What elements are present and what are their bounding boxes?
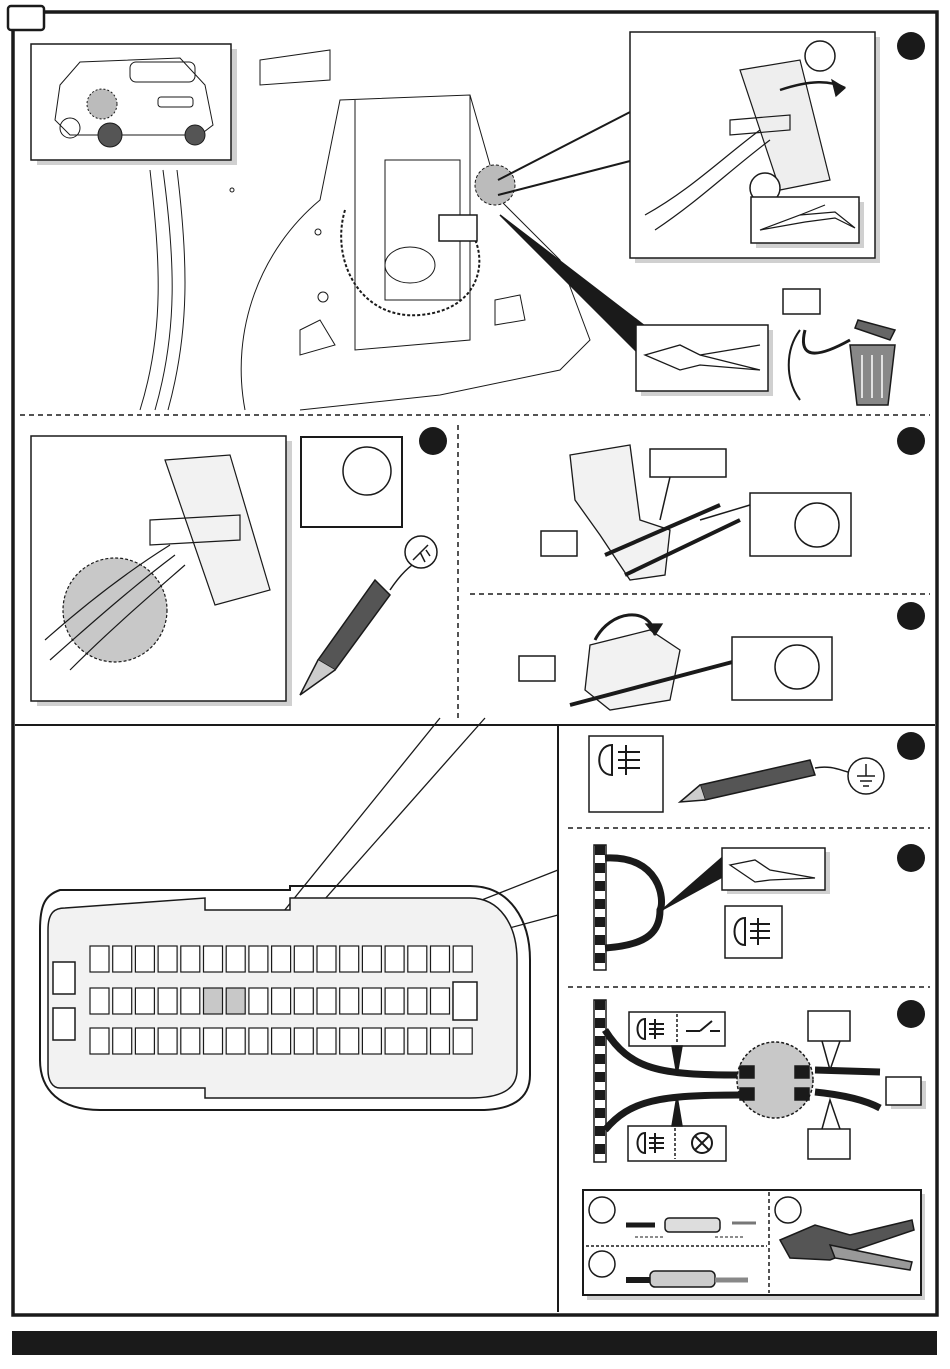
label-box [301, 437, 402, 527]
label-box [650, 449, 726, 477]
connector-pin [158, 1028, 177, 1054]
connector-pin [135, 1028, 154, 1054]
connector-pin [431, 1028, 450, 1054]
rear-fog-light-icon [599, 745, 640, 775]
step-badge-icon [897, 602, 925, 630]
connector-pin [294, 988, 313, 1014]
connector-pin [294, 1028, 313, 1054]
connector-pin [431, 988, 450, 1014]
step-badge-icon [897, 1000, 925, 1028]
rear-fog-light-icon [735, 918, 771, 945]
tool-box [722, 848, 825, 890]
marker-circle [343, 447, 391, 495]
connector-pin [90, 1028, 109, 1054]
vehicle-connector-face [40, 886, 530, 1110]
step-badge-icon [897, 427, 925, 455]
harness-loop [594, 845, 661, 970]
connector-pin [249, 946, 268, 972]
label-box [541, 531, 577, 556]
connector-pin [272, 946, 291, 972]
connector-pin [385, 1028, 404, 1054]
footer-bar [12, 1331, 937, 1355]
connector-pin [431, 946, 450, 972]
connector-pin [362, 1028, 381, 1054]
connector-pin-highlighted [204, 988, 223, 1014]
label-box [519, 656, 555, 681]
connector-pin [204, 1028, 223, 1054]
label-box [732, 637, 832, 700]
connector-pin [385, 988, 404, 1014]
connector-pin-highlighted [226, 988, 245, 1014]
connector-pin [453, 946, 472, 972]
label-box [439, 215, 477, 241]
connector-pin [204, 946, 223, 972]
test-lamp-icon [300, 560, 420, 695]
connector-pin [453, 1028, 472, 1054]
label-box [886, 1077, 921, 1105]
pointer-wedge [500, 215, 650, 355]
connector-pin [135, 946, 154, 972]
label-box [808, 1129, 850, 1159]
step-badge-icon [897, 32, 925, 60]
step-number-box [8, 6, 44, 30]
connector-pin [408, 1028, 427, 1054]
label-box [750, 493, 851, 556]
step-badge-icon [897, 732, 925, 760]
trash-bin-icon [850, 320, 895, 405]
connector-pin [113, 988, 132, 1014]
connector-pin [294, 946, 313, 972]
connector-pin [340, 946, 359, 972]
connector-pin [362, 988, 381, 1014]
connector-pin [317, 946, 336, 972]
tool-box [636, 325, 768, 391]
connector-pin [408, 946, 427, 972]
connector-pin [90, 946, 109, 972]
connector-pin [113, 946, 132, 972]
connector-pin [317, 988, 336, 1014]
splice-connector-closed [570, 615, 740, 710]
label-box [783, 289, 820, 314]
connector-pin [226, 1028, 245, 1054]
connector-pin [340, 988, 359, 1014]
step-badge-icon [897, 844, 925, 872]
label-box [808, 1011, 850, 1041]
connector-pin [272, 988, 291, 1014]
connector-pin [226, 946, 245, 972]
connector-pin [181, 988, 200, 1014]
connector-pin [408, 988, 427, 1014]
connector-pin [385, 946, 404, 972]
connector-pin [90, 988, 109, 1014]
connector-pin [158, 946, 177, 972]
connector-pin [181, 1028, 200, 1054]
wire-piece [789, 330, 800, 400]
connector-pin [158, 988, 177, 1014]
connector-pin [181, 946, 200, 972]
tool-box [751, 197, 859, 243]
connector-pin [317, 1028, 336, 1054]
connector-pin [272, 1028, 291, 1054]
step-badge-icon [419, 427, 447, 455]
marker-circle [805, 41, 835, 71]
connector-pin [362, 946, 381, 972]
connector-pin [249, 1028, 268, 1054]
connector-pin [249, 988, 268, 1014]
test-lamp-icon [680, 760, 848, 802]
connector-pin [113, 1028, 132, 1054]
connector-pin [340, 1028, 359, 1054]
connector-pin [135, 988, 154, 1014]
